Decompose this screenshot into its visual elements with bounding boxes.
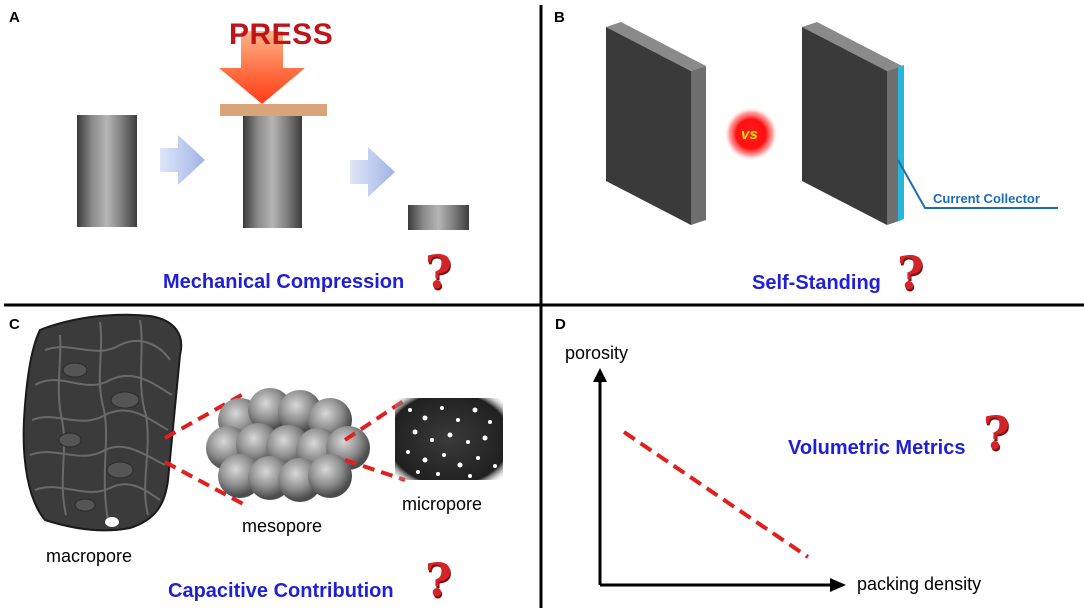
- press-arrow: [219, 31, 305, 104]
- panel-c-question-icon: ?: [425, 553, 452, 607]
- micropore-dots: [406, 406, 497, 478]
- collector-leader-line: [897, 159, 1058, 209]
- zoom-line-4: [344, 458, 406, 482]
- press-plate: [220, 104, 327, 116]
- panel-d-title: Volumetric Metrics: [788, 437, 966, 459]
- macropore-texture: [58, 362, 140, 512]
- x-axis-arrowhead: [830, 578, 846, 592]
- panel-a-letter: A: [9, 9, 20, 26]
- macropore-hole: [105, 517, 119, 527]
- pressed-cylinder: [243, 116, 302, 228]
- mesopore-spheres: [206, 388, 370, 502]
- panel-c-title: Capacitive Contribution: [168, 580, 394, 602]
- panel-d-question-icon: ?: [983, 406, 1010, 460]
- panel-a-question-icon: ?: [425, 245, 452, 299]
- panel-c-graphics: [22, 313, 503, 532]
- current-collector-label: Current Collector: [933, 191, 1040, 206]
- vs-circle: [724, 107, 778, 161]
- panel-d-letter: D: [555, 316, 566, 333]
- electrode-left-face: [606, 27, 691, 225]
- x-axis-label: packing density: [857, 574, 982, 594]
- vs-label: vs: [741, 126, 758, 143]
- macropore-folds: [29, 319, 173, 521]
- panel-c-letter: C: [9, 316, 20, 333]
- macropore-label: macropore: [46, 546, 133, 566]
- electrode-left-side: [691, 66, 706, 225]
- electrode-right-face: [802, 27, 887, 225]
- process-arrow-2: [350, 147, 395, 197]
- panel-d-graphics: [593, 368, 846, 592]
- y-axis-label: porosity: [565, 343, 629, 363]
- panel-b-letter: B: [554, 9, 565, 26]
- electrode-right-top: [802, 22, 902, 71]
- electrode-left-top: [606, 22, 706, 71]
- press-label: PRESS: [229, 18, 334, 51]
- panel-a-title: Mechanical Compression: [163, 271, 405, 293]
- mesopore-label: mesopore: [242, 516, 323, 536]
- panel-b-title: Self-Standing: [752, 272, 881, 294]
- current-collector-layer: [898, 65, 904, 221]
- panel-b-question-icon: ?: [897, 246, 924, 300]
- micropore-label: micropore: [402, 494, 483, 514]
- tall-cylinder: [77, 115, 137, 227]
- panel-b-graphics: [606, 22, 1058, 225]
- trend-line: [622, 430, 810, 559]
- compressed-disc: [408, 205, 469, 230]
- y-axis-arrowhead: [593, 368, 607, 382]
- zoom-line-2: [164, 460, 246, 507]
- panel-a-graphics: [77, 31, 469, 230]
- process-arrow-1: [160, 135, 205, 185]
